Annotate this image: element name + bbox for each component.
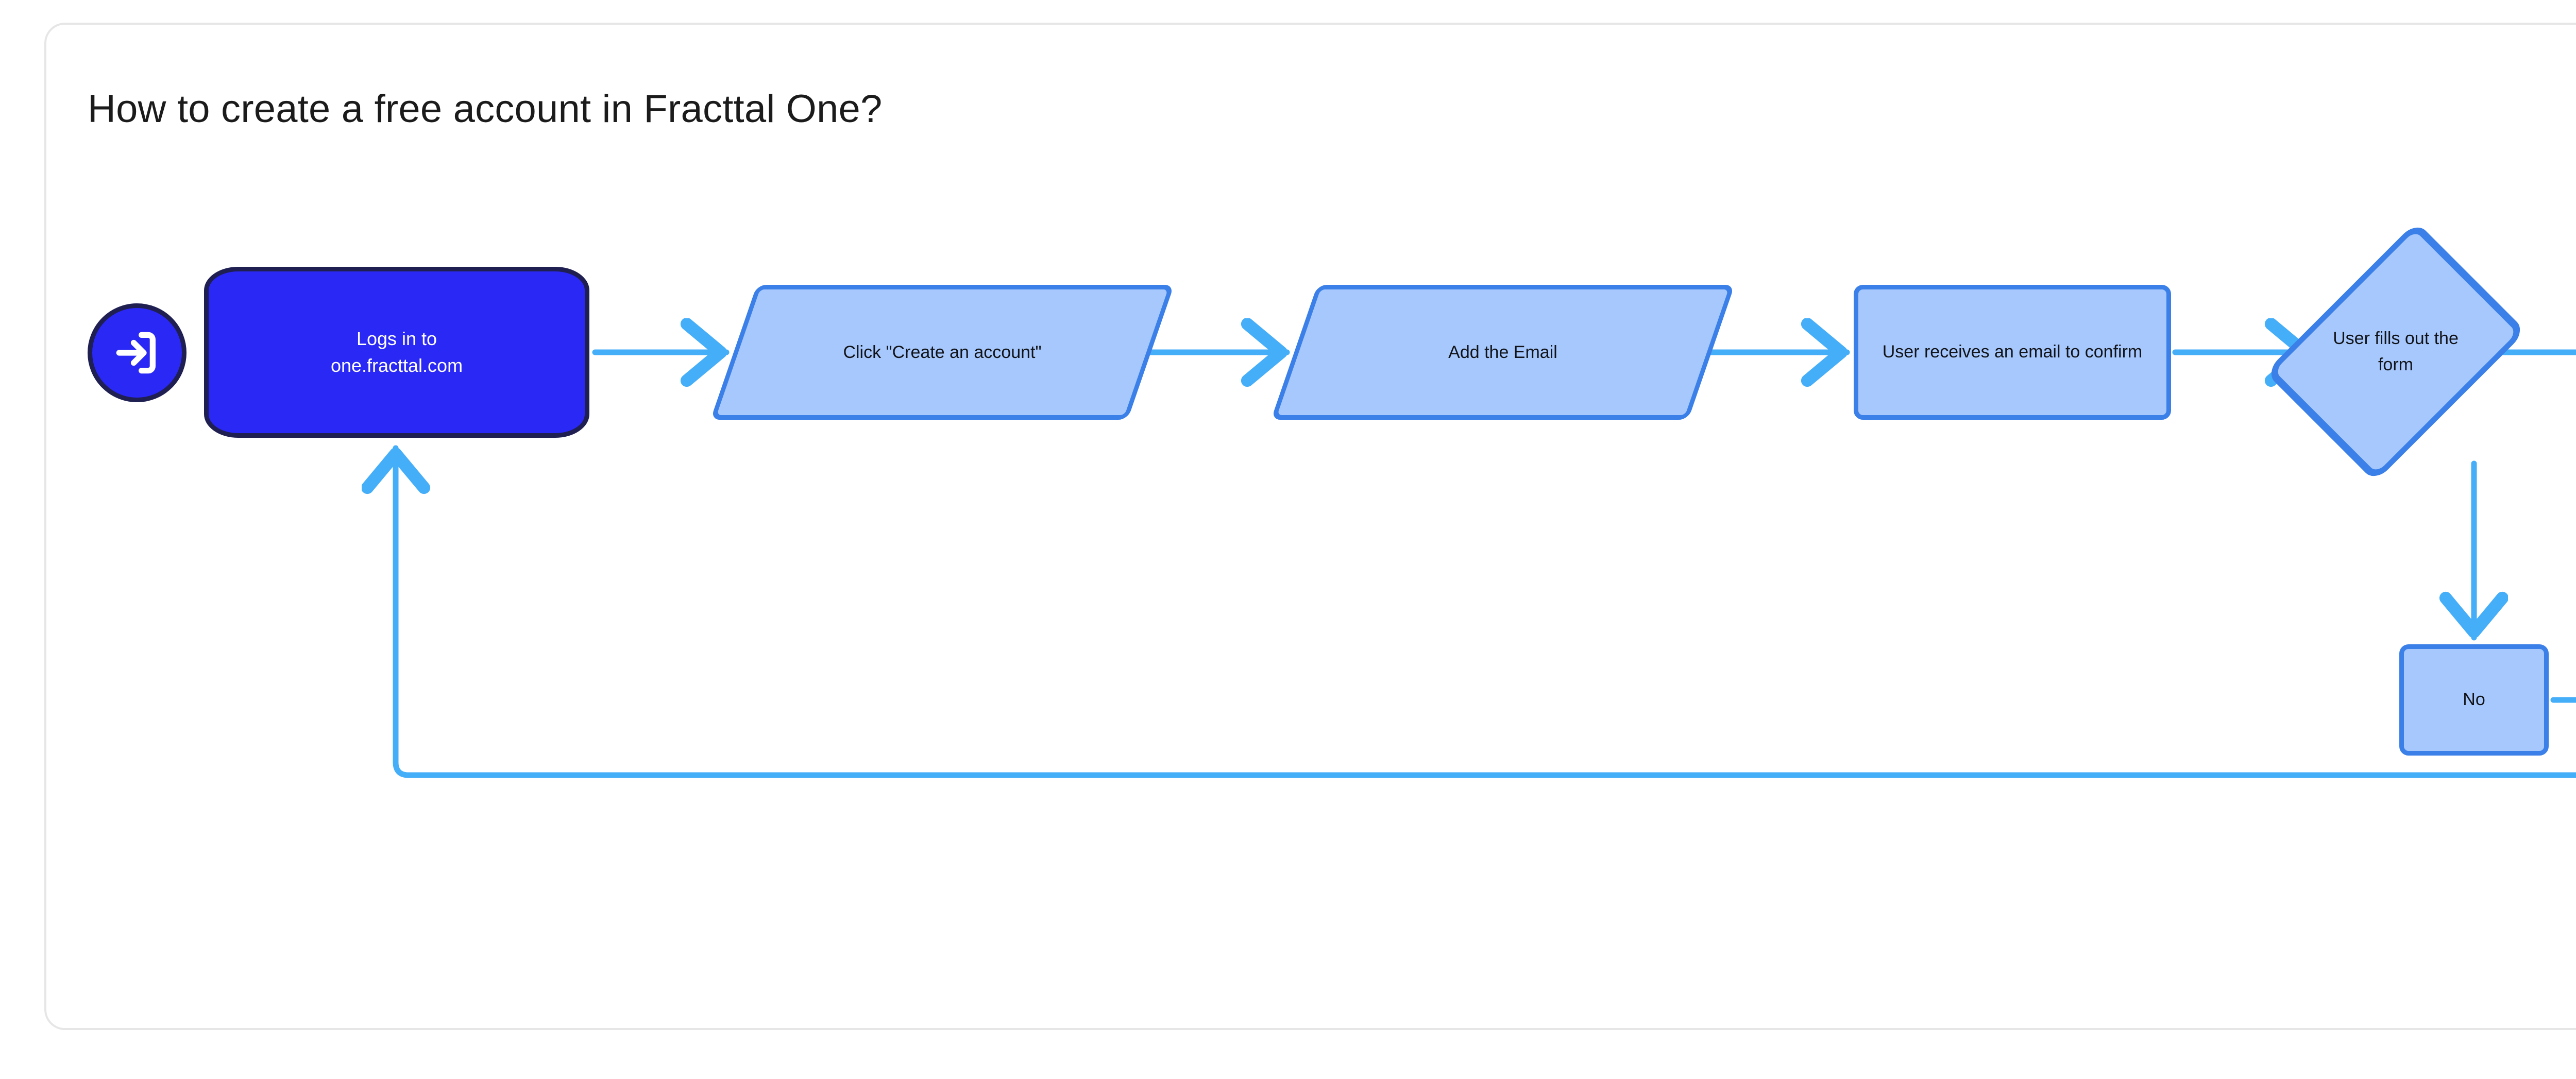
page-title: How to create a free account in Fracttal… xyxy=(88,87,883,131)
diagram-card xyxy=(44,23,2576,1030)
node-logs-in[interactable]: Logs in to one.fracttal.com xyxy=(204,267,589,438)
node-add-email-label: Add the Email xyxy=(1448,342,1557,362)
node-no-label: No xyxy=(2463,690,2485,710)
start-node[interactable] xyxy=(88,303,187,402)
node-add-email[interactable]: Add the Email xyxy=(1270,285,1735,420)
node-no[interactable]: No xyxy=(2399,644,2549,756)
node-user-fills-form-label: User fills out the form xyxy=(2333,329,2459,374)
node-email-confirmation-label: User receives an email to confirm xyxy=(1882,342,2143,362)
node-user-fills-form-decision[interactable]: User fills out the form xyxy=(2265,221,2527,483)
node-click-create-account[interactable]: Click "Create an account" xyxy=(710,285,1175,420)
node-click-create-account-label: Click "Create an account" xyxy=(843,342,1042,362)
node-logs-in-label: Logs in to one.fracttal.com xyxy=(330,328,463,376)
login-icon xyxy=(110,326,164,380)
node-email-confirmation[interactable]: User receives an email to confirm xyxy=(1854,285,2171,420)
